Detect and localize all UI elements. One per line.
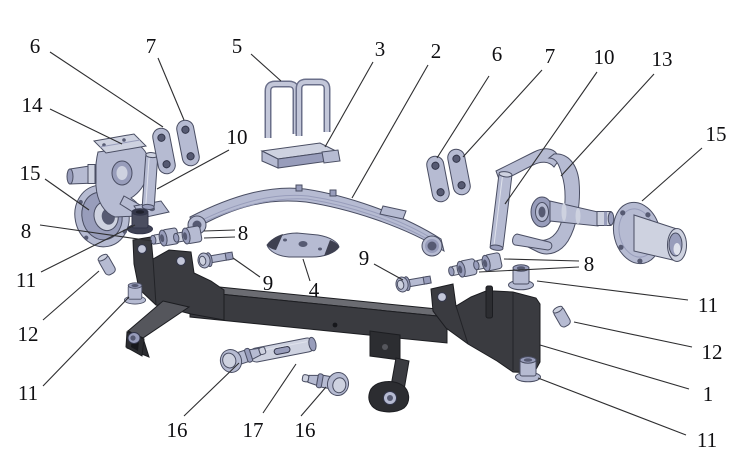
u-bolt (299, 82, 327, 136)
leader-line-spring-seat-block (324, 61, 374, 148)
callout-label-spring-clamp-plate: 4 (309, 278, 320, 302)
left-knuckle-bushing (127, 208, 153, 235)
callout-label-left-shackle-plate-front: 7 (146, 34, 157, 58)
u-bolt (268, 84, 296, 138)
right-limit-bushing (551, 304, 573, 329)
left-kingpin (141, 152, 159, 210)
leader-line-u-bolts (250, 53, 282, 82)
callout-label-tie-rod-end-left: 16 (167, 418, 188, 442)
callout-label-right-knuckle-bushing: 11 (698, 293, 718, 317)
leader-line-right-wheel-hub (641, 147, 703, 202)
leader-line-left-spring-bushings (203, 229, 236, 232)
leader-line-spring-clamp-plate (302, 258, 311, 282)
callout-label-left-spring-bushings: 8 (21, 219, 32, 243)
callout-label-axle-beam: 1 (703, 382, 714, 406)
callout-label-right-axle-bushing: 11 (697, 428, 717, 452)
leader-line-left-axle-bushing (42, 296, 130, 387)
leader-line-right-shackle-plate-front (462, 69, 543, 158)
callout-label-right-kingpin: 10 (594, 45, 615, 69)
leader-line-right-bracket-bolt (373, 263, 404, 281)
leader-line-tie-rod-end-left (183, 362, 240, 417)
callout-label-left-brake-drum: 15 (20, 161, 41, 185)
right-spring-bushings (446, 257, 478, 281)
tie-rod-end-right (300, 365, 351, 398)
callout-label-left-bracket-bolt: 9 (263, 271, 274, 295)
right-shackle-plate-front (445, 147, 473, 197)
callout-label-left-kingpin: 10 (227, 125, 248, 149)
callout-label-u-bolts: 5 (232, 34, 243, 58)
u-bolts (268, 82, 327, 138)
leader-line-left-knuckle-bushing (40, 224, 136, 273)
leader-line-right-steering-knuckle (560, 73, 655, 177)
leader-line-axle-beam (539, 344, 690, 390)
right-wheel-hub (612, 201, 687, 265)
right-bracket-bolt (394, 271, 433, 294)
leader-line-left-brake-drum (44, 178, 90, 211)
right-steering-knuckle (495, 148, 615, 255)
leader-line-left-spring-bushings (203, 236, 236, 239)
callout-label-right-shackle-plate-front: 7 (545, 44, 556, 68)
right-shackle-plate (424, 154, 452, 204)
callout-label-spring-seat-block: 3 (375, 37, 386, 61)
leader-line-right-limit-bushing (573, 321, 693, 348)
callout-label-left-limit-bushing: 12 (18, 322, 39, 346)
left-shackle-plate-front (174, 118, 202, 168)
leader-line-right-axle-bushing (537, 377, 687, 436)
right-knuckle-bushing (508, 264, 534, 291)
callout-label-leaf-spring: 2 (431, 39, 442, 63)
spring-seat-block (260, 142, 341, 169)
callout-label-right-spring-bushings: 8 (584, 252, 595, 276)
leader-line-right-knuckle-bushing (536, 280, 689, 301)
leader-line-right-spring-bushings (478, 266, 580, 273)
leader-line-right-spring-bushings (503, 258, 580, 262)
left-limit-bushing (96, 252, 118, 277)
callout-label-right-limit-bushing: 12 (702, 340, 723, 364)
leader-line-leaf-spring (351, 64, 429, 199)
leader-line-right-shackle-plate (436, 75, 490, 159)
leader-line-left-limit-bushing (42, 270, 100, 321)
callout-label-left-spring-bushings: 8 (238, 221, 249, 245)
leader-line-left-shackle-plate (49, 51, 164, 128)
callout-label-tie-rod: 17 (243, 418, 264, 442)
callout-label-right-steering-knuckle: 13 (652, 47, 673, 71)
leader-line-tie-rod (262, 363, 297, 414)
leader-line-tie-rod-end-right (300, 386, 327, 417)
leader-line-left-steering-knuckle (49, 108, 123, 145)
left-steering-knuckle (66, 133, 170, 219)
left-bracket-bolt (196, 247, 235, 270)
callout-label-right-wheel-hub: 15 (706, 122, 727, 146)
leader-line-left-bracket-bolt (232, 257, 261, 278)
right-kingpin (489, 171, 513, 251)
spring-clamp-plate (266, 232, 340, 258)
axle-beam (125, 236, 541, 413)
callout-label-left-steering-knuckle: 14 (22, 93, 44, 117)
leader-line-right-kingpin (504, 71, 598, 205)
callout-label-right-bracket-bolt: 9 (359, 246, 370, 270)
callout-label-left-axle-bushing: 11 (18, 381, 38, 405)
callout-label-left-knuckle-bushing: 11 (16, 268, 36, 292)
leader-line-left-spring-bushings (39, 224, 153, 242)
callout-label-left-shackle-plate: 6 (30, 34, 41, 58)
leader-line-left-kingpin (156, 149, 230, 190)
callout-label-tie-rod-end-right: 16 (295, 418, 316, 442)
leaf-spring (187, 184, 445, 257)
leader-line-left-shackle-plate-front (157, 57, 185, 121)
callout-label-right-shackle-plate: 6 (492, 42, 503, 66)
